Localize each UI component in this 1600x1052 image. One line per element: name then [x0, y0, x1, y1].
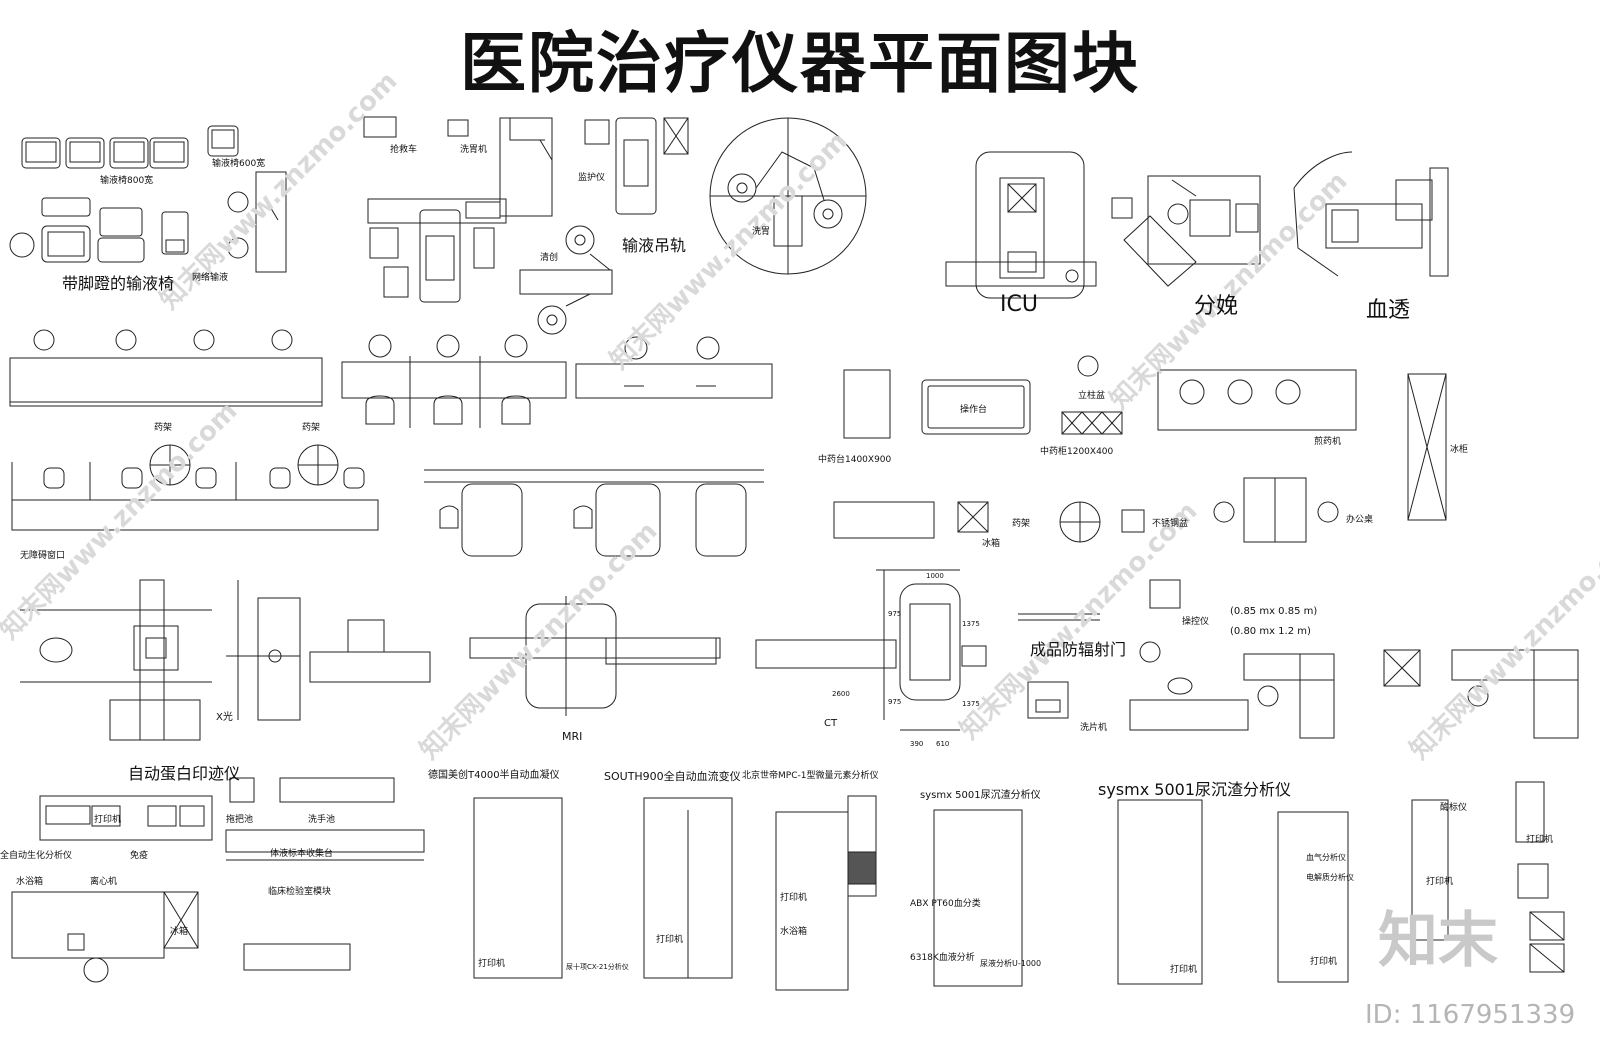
label: 打印机	[1526, 835, 1554, 845]
label: 全自动生化分析仪	[0, 851, 73, 861]
label: 尿十项CX-21分析仪	[566, 963, 629, 971]
label: 药架	[1012, 519, 1031, 529]
label: 清创	[540, 253, 559, 263]
label: 拖把池	[226, 815, 254, 825]
label: 操控仪	[1182, 617, 1210, 627]
label: 办公桌	[1346, 515, 1374, 525]
label: 中药台1400X900	[818, 455, 892, 465]
label: 体液标本收集台	[270, 849, 334, 859]
dimension: 2600	[832, 690, 850, 698]
label: 德国美创T4000半自动血凝仪	[428, 770, 560, 781]
radiation-door-area	[1018, 580, 1578, 738]
gastric-lavage-area	[364, 117, 866, 334]
dimension: 390	[910, 740, 924, 748]
label: 水浴箱	[780, 927, 808, 937]
label: 洗胃机	[460, 145, 488, 155]
label: 冰柜	[1450, 445, 1469, 455]
label: 自动蛋白印迹仪	[128, 764, 241, 783]
label: 冰箱	[982, 539, 1001, 549]
image-id: ID: 1167951339	[1365, 1000, 1576, 1030]
label: SOUTH900全自动血流变仪	[604, 770, 741, 783]
label: 煎药机	[1314, 437, 1342, 447]
label: 打印机	[1426, 877, 1454, 887]
label: 洗胃	[752, 227, 771, 237]
label: (0.80 mx 1.2 m)	[1230, 626, 1311, 637]
icu-delivery-dialysis	[946, 152, 1448, 298]
label: 成品防辐射门	[1030, 640, 1127, 659]
label: ABX PT60血分类	[910, 899, 981, 909]
label: 免疫	[130, 851, 149, 861]
label: 操作台	[960, 405, 988, 415]
label: 6318K血液分析	[910, 953, 975, 963]
desk-rows	[10, 330, 772, 428]
label: sysmx 5001尿沉渣分析仪	[1098, 780, 1292, 799]
label: 抢救车	[390, 145, 418, 155]
label: ICU	[1000, 292, 1038, 317]
label: 洗手池	[308, 815, 336, 825]
label: 打印机	[478, 959, 506, 969]
label: 带脚蹬的输液椅	[62, 274, 175, 293]
label: 打印机	[656, 935, 684, 945]
label: 离心机	[90, 877, 118, 887]
label: 不锈钢盆	[1152, 519, 1189, 529]
label: 酶标仪	[1440, 803, 1468, 813]
label: 无障碍窗口	[20, 551, 66, 561]
page-title: 医院治疗仪器平面图块	[460, 25, 1140, 102]
imaging-row	[20, 570, 986, 740]
label: 监护仪	[578, 173, 606, 183]
lab-modules	[12, 778, 1564, 990]
label: 血透	[1366, 298, 1411, 323]
pharmacy-window	[12, 445, 764, 556]
label: 北京世帝MPC-1型微量元素分析仪	[742, 771, 879, 781]
label: 冰箱	[170, 927, 189, 937]
label: 打印机	[1310, 957, 1338, 967]
label: 输液椅600宽	[212, 159, 266, 169]
label: sysmx 5001尿沉渣分析仪	[920, 790, 1041, 801]
label: 网络输液	[192, 273, 229, 283]
pharmacy-right-cluster	[834, 356, 1446, 542]
label: X光	[216, 712, 233, 723]
label: CT	[824, 718, 838, 729]
label: 临床检验室模块	[268, 887, 332, 897]
label: 洗片机	[1080, 723, 1108, 733]
dimension: 1375	[962, 700, 980, 708]
label: 电解质分析仪	[1306, 873, 1354, 882]
dimension: 975	[888, 698, 902, 706]
label: 打印机	[1170, 965, 1198, 975]
label: 药架	[302, 423, 321, 433]
label: 血气分析仪	[1306, 853, 1346, 862]
label: 尿液分析U-1000	[980, 959, 1042, 968]
dimension: 1375	[962, 620, 980, 628]
label: 打印机	[94, 815, 122, 825]
label: 药架	[154, 423, 173, 433]
label: (0.85 mx 0.85 m)	[1230, 606, 1318, 617]
label: 立柱盆	[1078, 391, 1106, 401]
label: 水浴箱	[16, 877, 44, 887]
brand-logo: 知末	[1378, 906, 1498, 976]
footrest-chairs	[10, 172, 286, 272]
label: 分娩	[1194, 294, 1239, 319]
label: 输液椅800宽	[100, 176, 154, 186]
label: MRI	[562, 730, 583, 743]
label: 中药柜1200X400	[1040, 447, 1114, 457]
dimension: 1000	[926, 572, 944, 580]
dimension: 610	[936, 740, 950, 748]
label: 打印机	[780, 893, 808, 903]
label: 输液吊轨	[622, 236, 687, 255]
dimension: 975	[888, 610, 902, 618]
infusion-chair-row	[22, 126, 238, 168]
